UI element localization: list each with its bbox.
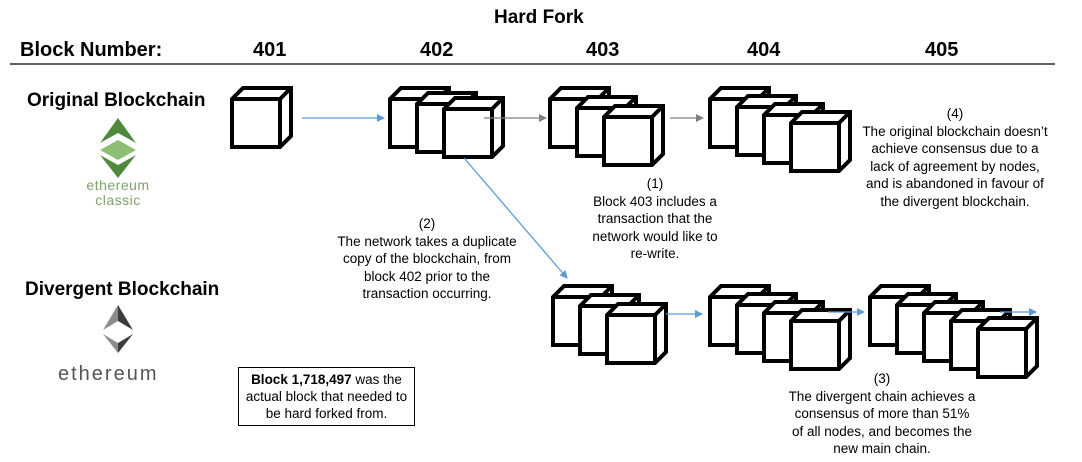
cube-group-original-402: [388, 86, 505, 159]
note-3: (3) The divergent chain achieves a conse…: [788, 371, 976, 456]
block-number-callout: Block 1,718,497 was the actual block tha…: [238, 367, 415, 426]
cube-group-original-404: [708, 86, 852, 173]
block-cube: [789, 110, 852, 173]
cube-group-divergent-403: [551, 284, 668, 365]
callout-text: was the actual block that needed to be h…: [245, 372, 408, 421]
callout-block-number: Block 1,718,497: [251, 372, 352, 387]
block-cube: [230, 86, 293, 149]
ethereum-wordmark: ethereum: [58, 363, 159, 385]
ethereum-classic-logo-icon: [100, 118, 136, 178]
cube-group-original-401: [230, 86, 293, 149]
block-number-405: 405: [925, 39, 959, 61]
block-cube: [602, 104, 665, 167]
diagram-title: Hard Fork: [494, 7, 584, 28]
note-1: (1) Block 403 includes a transaction tha…: [592, 176, 718, 261]
note-4: (4) The original blockchain doesn’t achi…: [862, 106, 1048, 209]
ethereum-classic-wordmark: ethereum classic: [86, 177, 150, 208]
cube-group-divergent-404: [708, 284, 852, 371]
divergent-chain-label: Divergent Blockchain: [25, 279, 220, 300]
block-number-401: 401: [253, 39, 287, 61]
cube-group-divergent-405: [868, 284, 1039, 379]
block-number-label: Block Number:: [20, 39, 163, 61]
fork-arrow: [463, 157, 568, 279]
block-number-404: 404: [747, 39, 781, 61]
ethereum-logo-icon: [103, 305, 133, 353]
note-2: (2) The network takes a duplicate copy o…: [337, 216, 517, 301]
block-cube: [442, 96, 505, 159]
block-cube: [976, 316, 1039, 379]
cube-group-original-403: [548, 86, 665, 167]
original-chain-label: Original Blockchain: [27, 90, 206, 111]
block-number-402: 402: [420, 39, 454, 61]
block-cube: [605, 302, 668, 365]
block-number-403: 403: [586, 39, 620, 61]
block-cube: [789, 308, 852, 371]
